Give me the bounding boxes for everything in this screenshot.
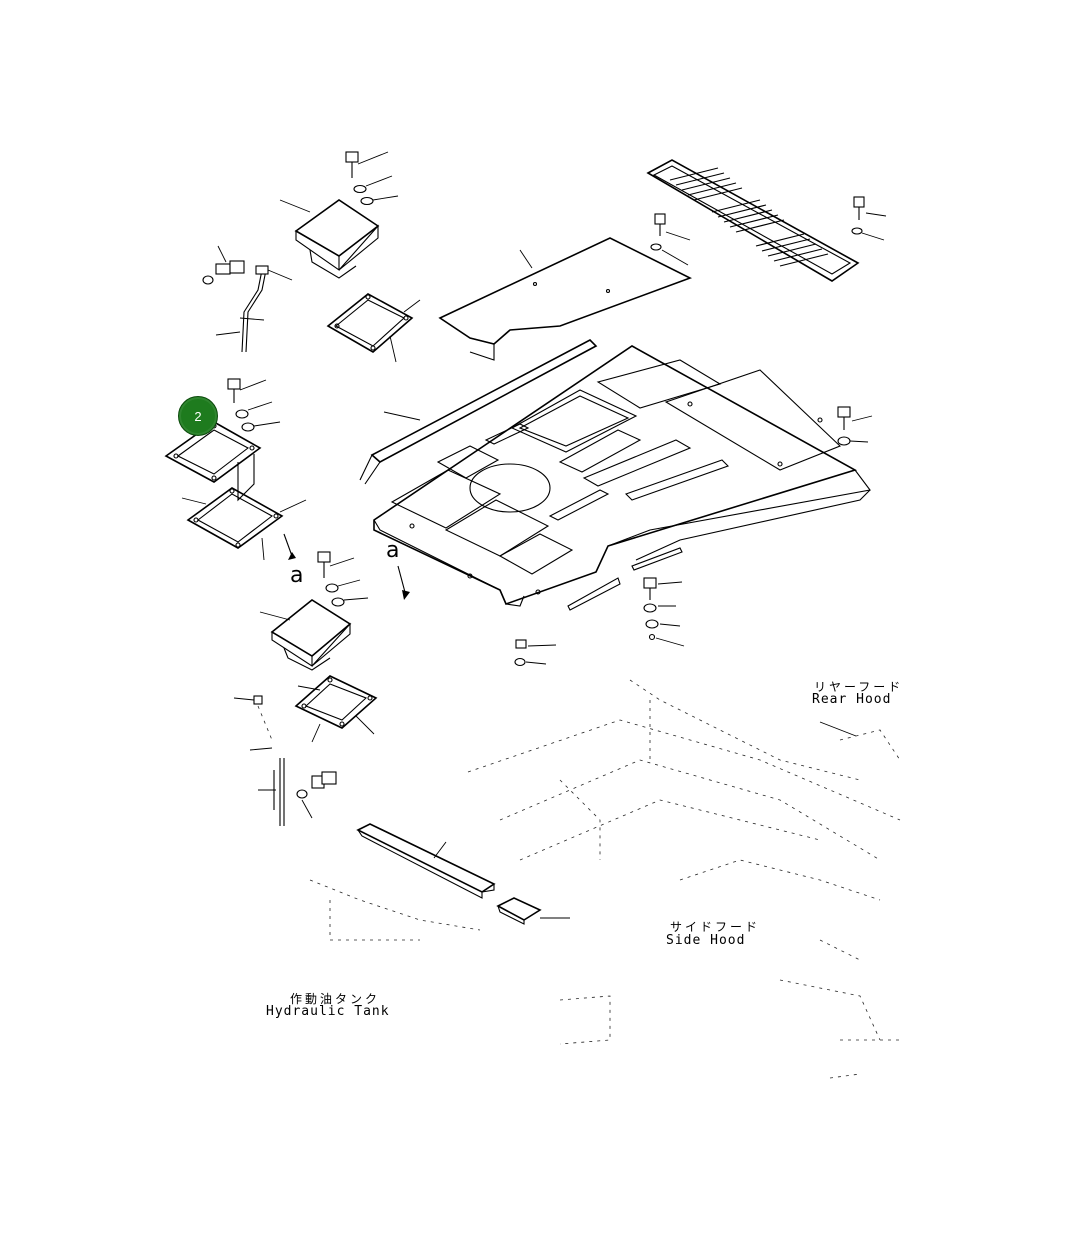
bolt-group-grille: [650, 196, 887, 266]
gasket-frame-left: [181, 487, 307, 561]
cover-box-left: [164, 378, 281, 502]
bottom-bar: [356, 823, 570, 925]
hydraulic-tank-label-jp: 作動油タンク: [290, 992, 381, 1006]
rear-hood-label-jp: リヤーフード: [814, 680, 904, 694]
view-arrow-label-a-center: a: [386, 538, 401, 563]
cover-box-lower: [259, 599, 352, 671]
hydraulic-tank-label-en: Hydraulic Tank: [266, 1004, 390, 1019]
side-strips: [567, 547, 683, 611]
bolt-group-middle-left: [317, 551, 369, 607]
grille-panel: [646, 159, 860, 282]
seal-strip: [359, 339, 598, 485]
machine-outline-faint: [309, 679, 901, 1079]
rear-hood-label-en: Rear Hood: [812, 692, 892, 707]
main-frame: [373, 345, 871, 607]
bolt-right: [837, 406, 873, 446]
gasket-frame-lower: [294, 675, 378, 743]
bolt-group-lower-center: [514, 577, 685, 667]
side-hood-label-jp: サイドフード: [670, 920, 761, 934]
side-hood-label-en: Side Hood: [666, 933, 746, 948]
gasket-frame-upper: [326, 293, 421, 363]
view-arrow-label-a-left: a: [290, 563, 305, 588]
stay-rod-lower: [233, 695, 337, 826]
stay-rod-upper: [202, 245, 293, 353]
callout-marker-2[interactable]: 2: [178, 396, 218, 436]
view-arrows: [283, 533, 410, 600]
top-cover-plate: [438, 237, 693, 361]
cover-box-top: [279, 151, 399, 279]
